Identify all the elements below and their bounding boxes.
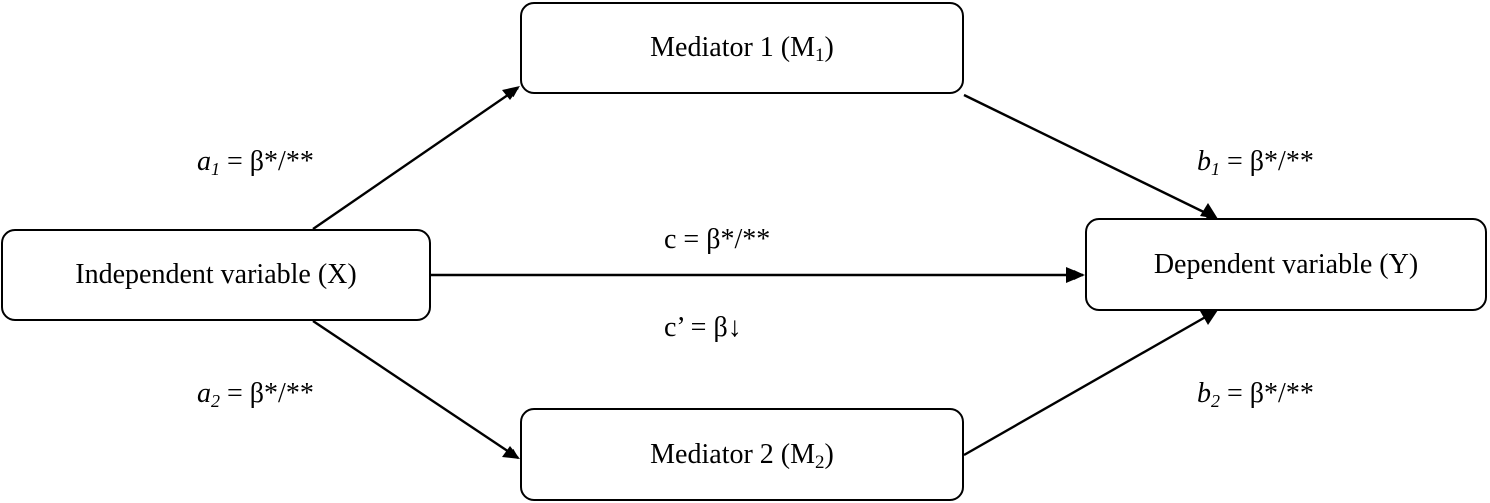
independent-variable-label: Independent variable (X) [75,259,357,290]
arrow-m2-to-y [963,309,1217,457]
arrow-m1-to-y [963,93,1217,220]
mediator-2-box: Mediator 2 (M2) [520,408,964,501]
path-b2-label: b2 = β*/** [1197,378,1314,411]
mediator-1-box: Mediator 1 (M1) [520,2,964,94]
path-c-prime-label: c’ = β↓ [664,312,742,343]
independent-variable-box: Independent variable (X) [1,229,431,321]
arrow-x-to-m2 [312,320,519,459]
mediator-1-label: Mediator 1 (M1) [650,32,834,66]
mediator-2-label: Mediator 2 (M2) [650,438,834,473]
path-c-label: c = β*/** [664,224,771,255]
dependent-variable-label: Dependent variable (Y) [1153,248,1419,280]
arrow-x-to-m1 [312,87,519,230]
dependent-variable-box: Dependent variable (Y) [1085,218,1487,311]
path-a1-label: a1 = β*/** [197,146,314,179]
path-b1-label: b1 = β*/** [1197,146,1314,179]
path-a2-label: a2 = β*/** [197,378,314,411]
